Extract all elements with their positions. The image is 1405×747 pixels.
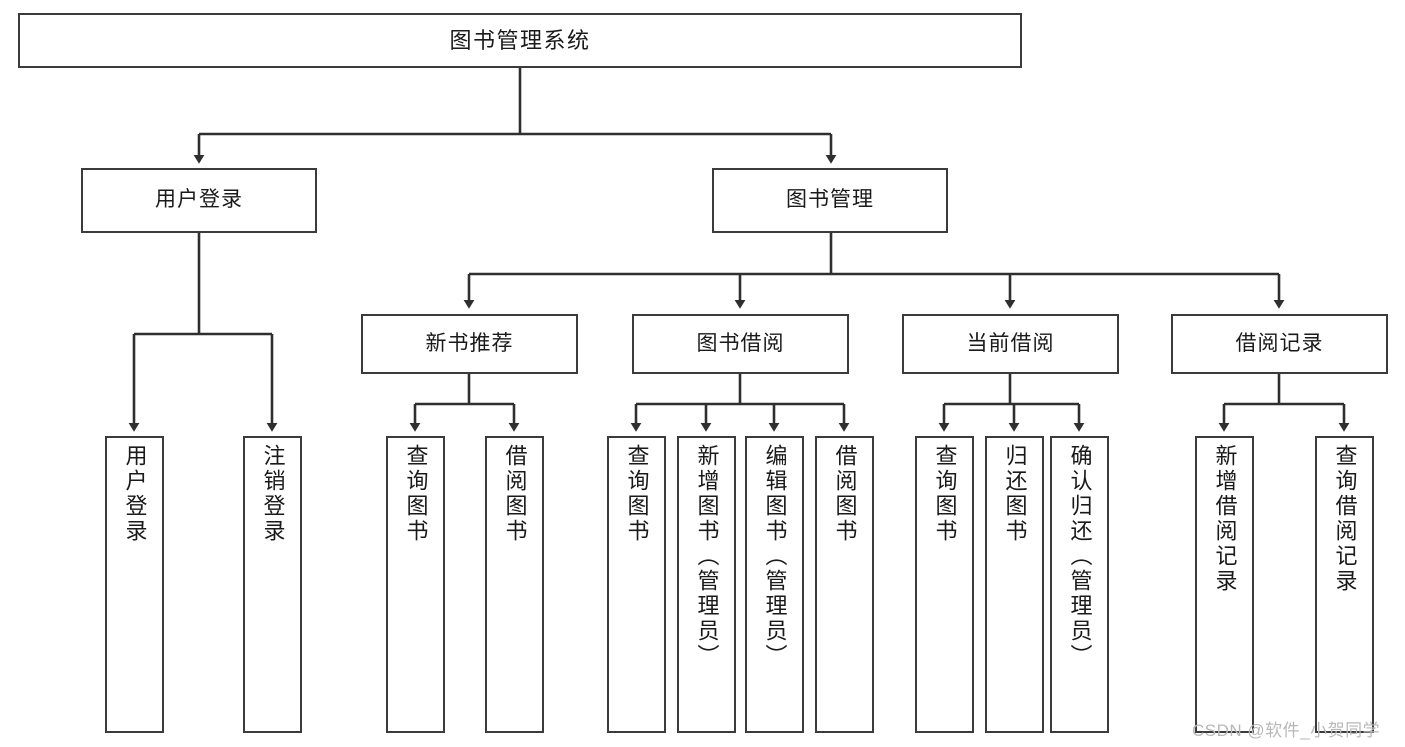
csdn-watermark: CSDN @软件_小贺同学: [1192, 721, 1381, 740]
node-label: 图书借阅: [696, 331, 785, 355]
node-borrow-record[interactable]: 借阅记录: [1171, 314, 1388, 374]
leaf-user-login-logout[interactable]: 注销登录: [243, 436, 302, 733]
node-label: 注销登录: [260, 444, 286, 544]
node-label: 查询图书: [403, 444, 429, 544]
node-label: 查询图书: [624, 444, 650, 544]
node-label: 用户登录: [122, 444, 148, 544]
node-label: 归还图书: [1002, 444, 1028, 544]
leaf-borrow-record-add[interactable]: 新增借阅记录: [1195, 436, 1254, 733]
node-new-book-recommend[interactable]: 新书推荐: [361, 314, 578, 374]
node-label: 新增图书（管理员）: [694, 444, 720, 669]
node-label: 借阅记录: [1235, 331, 1324, 355]
node-book-management[interactable]: 图书管理: [712, 168, 948, 233]
leaf-new-book-query[interactable]: 查询图书: [386, 436, 445, 733]
leaf-user-login-login[interactable]: 用户登录: [105, 436, 164, 733]
node-label: 图书管理系统: [449, 27, 591, 53]
leaf-book-borrow-lend[interactable]: 借阅图书: [815, 436, 874, 733]
leaf-book-borrow-edit[interactable]: 编辑图书（管理员）: [745, 436, 804, 733]
node-label: 借阅图书: [502, 444, 528, 544]
leaf-current-borrow-return[interactable]: 归还图书: [985, 436, 1044, 733]
leaf-book-borrow-query[interactable]: 查询图书: [607, 436, 666, 733]
leaf-current-borrow-query[interactable]: 查询图书: [915, 436, 974, 733]
node-label: 新书推荐: [425, 331, 514, 355]
leaf-new-book-borrow[interactable]: 借阅图书: [485, 436, 544, 733]
leaf-current-borrow-confirm-return[interactable]: 确认归还（管理员）: [1050, 436, 1109, 733]
node-label: 当前借阅: [966, 331, 1055, 355]
node-label: 借阅图书: [832, 444, 858, 544]
node-current-borrow[interactable]: 当前借阅: [902, 314, 1119, 374]
node-label: 用户登录: [155, 188, 243, 212]
node-label: 查询图书: [932, 444, 958, 544]
node-label: 新增借阅记录: [1212, 444, 1238, 594]
node-label: 图书管理: [786, 188, 874, 212]
node-label: 确认归还（管理员）: [1067, 444, 1093, 669]
node-root-system[interactable]: 图书管理系统: [18, 13, 1022, 68]
node-book-borrow[interactable]: 图书借阅: [632, 314, 849, 374]
node-label: 编辑图书（管理员）: [762, 444, 788, 669]
leaf-book-borrow-add[interactable]: 新增图书（管理员）: [677, 436, 736, 733]
node-label: 查询借阅记录: [1332, 444, 1358, 594]
node-user-login[interactable]: 用户登录: [81, 168, 317, 233]
leaf-borrow-record-query[interactable]: 查询借阅记录: [1315, 436, 1374, 733]
